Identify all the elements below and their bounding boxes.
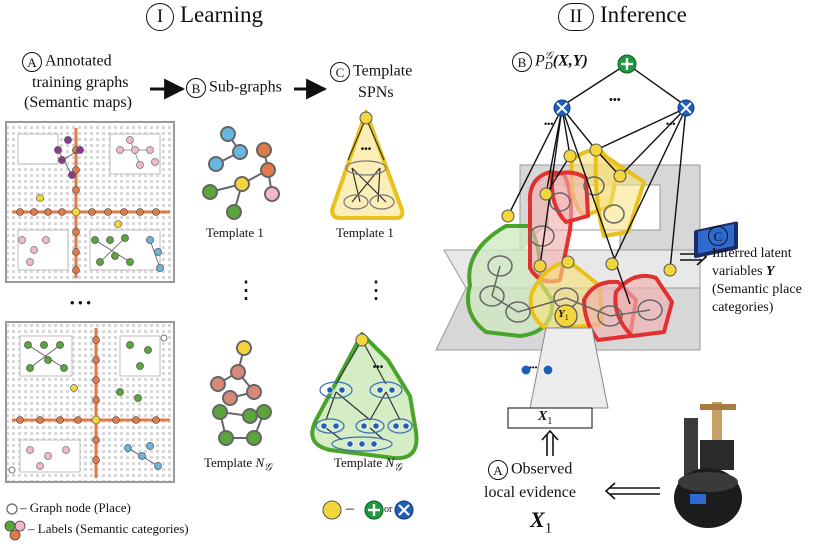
step-c-inference: C (708, 226, 731, 246)
spn-dots-left: ••• (544, 119, 554, 129)
legend-spn-or: or (384, 504, 393, 515)
subgraph-label-n: Template N𝒢 (204, 455, 272, 474)
svg-text:•••: ••• (361, 144, 372, 155)
inferred-line-4: categories) (712, 300, 774, 315)
spn-dots-top: ••• (609, 94, 621, 106)
x1-box (507, 407, 593, 429)
legend-labels: – Labels (Semantic categories) (28, 521, 189, 536)
ellipsis-spns: ⋮ (364, 278, 388, 304)
y1-label: Y1 (558, 308, 569, 323)
template-spn-n: ••• (310, 332, 419, 461)
observed-var: X1 (530, 507, 553, 537)
node-legend (4, 503, 26, 541)
template-spn-1: ••• (330, 110, 405, 220)
learning-title: Learning (180, 2, 264, 27)
spn-dots-right: ••• (666, 119, 676, 129)
inferred-line-1: Inferred latent (712, 246, 792, 261)
y1-node (554, 304, 578, 328)
subgraph-label-1: Template 1 (206, 225, 264, 240)
region-graph (479, 176, 663, 327)
subgraph-template-n (210, 340, 272, 446)
step-a-line-3: (Semantic maps) (24, 94, 132, 111)
observed-line-2: local evidence (484, 484, 576, 501)
double-arrow-icon (604, 482, 660, 500)
ellipsis-subgraphs: ⋮ (234, 278, 258, 304)
double-arrow-icon (541, 429, 559, 456)
spn-label-1: Template 1 (336, 225, 394, 240)
inference-title: Inference (600, 2, 687, 27)
spn-node-legend (322, 500, 414, 520)
inferred-line-2: variables Y (712, 264, 775, 279)
marker-ii: II (558, 2, 594, 31)
x1-box-label: X1 (538, 409, 553, 427)
frustum-dots: ••• (529, 363, 538, 372)
subgraph-template-1 (202, 126, 280, 220)
ellipsis-maps: • • • (70, 295, 91, 310)
spn-label-n: Template N𝒢 (334, 455, 402, 474)
step-c-line-2: SPNs (358, 84, 394, 101)
spn-nodes (501, 54, 695, 328)
marker-i: I (146, 2, 174, 31)
legend-spn-dash: – (346, 500, 354, 517)
step-a-line-2: training graphs (32, 74, 129, 91)
local-evidence-frustum (507, 327, 609, 429)
spn-structure (507, 63, 687, 305)
legend-node: – Graph node (Place) (20, 500, 131, 515)
semantic-map-top (5, 121, 175, 283)
inferred-line-3: (Semantic place (712, 282, 802, 297)
svg-text:•••: ••• (373, 362, 384, 373)
semantic-map-bottom (5, 321, 175, 483)
